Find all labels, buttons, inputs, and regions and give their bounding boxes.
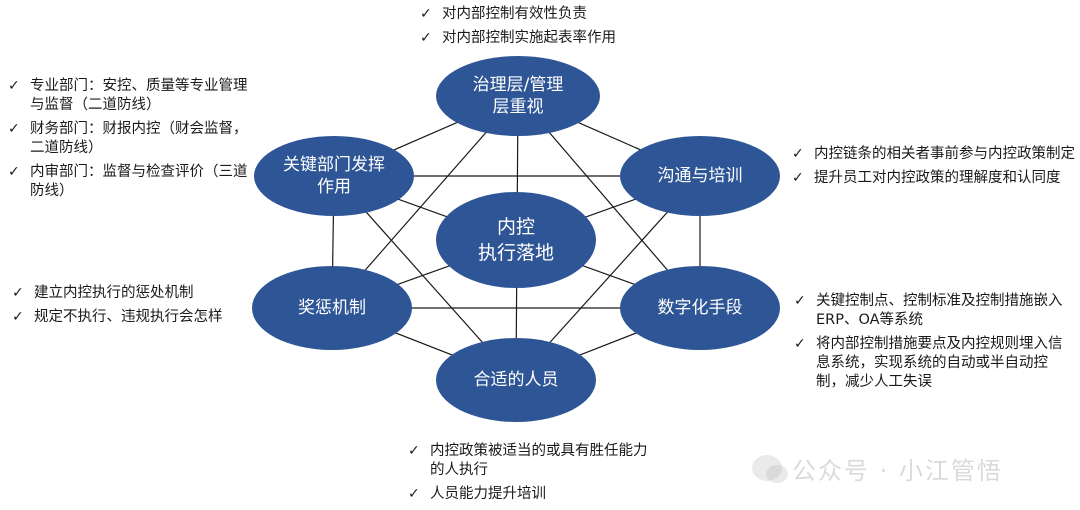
node-governance: 治理层/管理 层重视 — [472, 75, 564, 117]
note-item: ✓内控链条的相关者事前参与内控政策制定 — [792, 146, 1075, 162]
check-icon: ✓ — [420, 30, 432, 46]
wechat-icon — [752, 455, 788, 483]
check-icon: ✓ — [8, 78, 20, 94]
note-item: ✓内审部门：监督与检查评价（三道防线） — [8, 164, 248, 199]
node-digital: 数字化手段 — [657, 298, 743, 318]
note-item: ✓对内部控制有效性负责 — [420, 6, 587, 22]
ellipse-digital — [620, 266, 780, 350]
node-key-departments: 关键部门发挥 作用 — [283, 155, 385, 197]
check-icon: ✓ — [420, 6, 432, 22]
node-personnel: 合适的人员 — [473, 370, 559, 390]
check-icon: ✓ — [8, 164, 20, 180]
check-icon: ✓ — [792, 170, 804, 186]
note-item: ✓建立内控执行的惩处机制 — [12, 285, 194, 301]
ellipse-governance — [436, 56, 600, 136]
note-item: ✓对内部控制实施起表率作用 — [420, 30, 616, 46]
ellipse-center — [436, 192, 596, 288]
notes-communication: ✓内控链条的相关者事前参与内控政策制定 ✓提升员工对内控政策的理解度和认同度 — [792, 145, 1076, 193]
watermark: 公众号 · 小江管悟 — [752, 448, 1052, 488]
node-communication: 沟通与培训 — [657, 166, 743, 186]
notes-personnel: ✓内控政策被适当的或具有胜任能力的人执行 ✓人员能力提升培训 — [408, 442, 658, 509]
notes-key-departments: ✓专业部门：安控、质量等专业管理与监督（二道防线） ✓财务部门：财报内控（财会监… — [8, 77, 256, 206]
check-icon: ✓ — [408, 486, 420, 502]
check-icon: ✓ — [12, 285, 24, 301]
note-item: ✓规定不执行、违规执行会怎样 — [12, 309, 223, 325]
node-center: 内控 执行落地 — [477, 216, 554, 264]
check-icon: ✓ — [408, 443, 420, 459]
ellipse-reward — [252, 266, 412, 350]
note-item: ✓关键控制点、控制标准及控制措施嵌入ERP、OA等系统 — [794, 293, 1063, 328]
check-icon: ✓ — [794, 293, 806, 309]
notes-governance: ✓对内部控制有效性负责 ✓对内部控制实施起表率作用 — [420, 5, 660, 53]
notes-reward: ✓建立内控执行的惩处机制 ✓规定不执行、违规执行会怎样 — [12, 284, 254, 332]
watermark-text: 公众号 · 小江管悟 — [792, 456, 1003, 485]
check-icon: ✓ — [12, 309, 24, 325]
note-item: ✓提升员工对内控政策的理解度和认同度 — [792, 170, 1061, 186]
note-item: ✓将内部控制措施要点及内控规则埋入信息系统，实现系统的自动或半自动控制，减少人工… — [794, 336, 1063, 390]
ellipse-communication — [620, 136, 780, 216]
note-item: ✓专业部门：安控、质量等专业管理与监督（二道防线） — [8, 78, 248, 113]
node-reward: 奖惩机制 — [298, 298, 366, 318]
check-icon: ✓ — [794, 336, 806, 352]
ellipse-personnel — [436, 338, 596, 422]
note-item: ✓人员能力提升培训 — [408, 486, 546, 502]
note-item: ✓财务部门：财报内控（财会监督，二道防线） — [8, 121, 248, 156]
check-icon: ✓ — [792, 146, 804, 162]
notes-digital: ✓关键控制点、控制标准及控制措施嵌入ERP、OA等系统 ✓将内部控制措施要点及内… — [794, 292, 1076, 397]
ellipse-key-departments — [254, 136, 414, 216]
check-icon: ✓ — [8, 121, 20, 137]
note-item: ✓内控政策被适当的或具有胜任能力的人执行 — [408, 443, 648, 478]
